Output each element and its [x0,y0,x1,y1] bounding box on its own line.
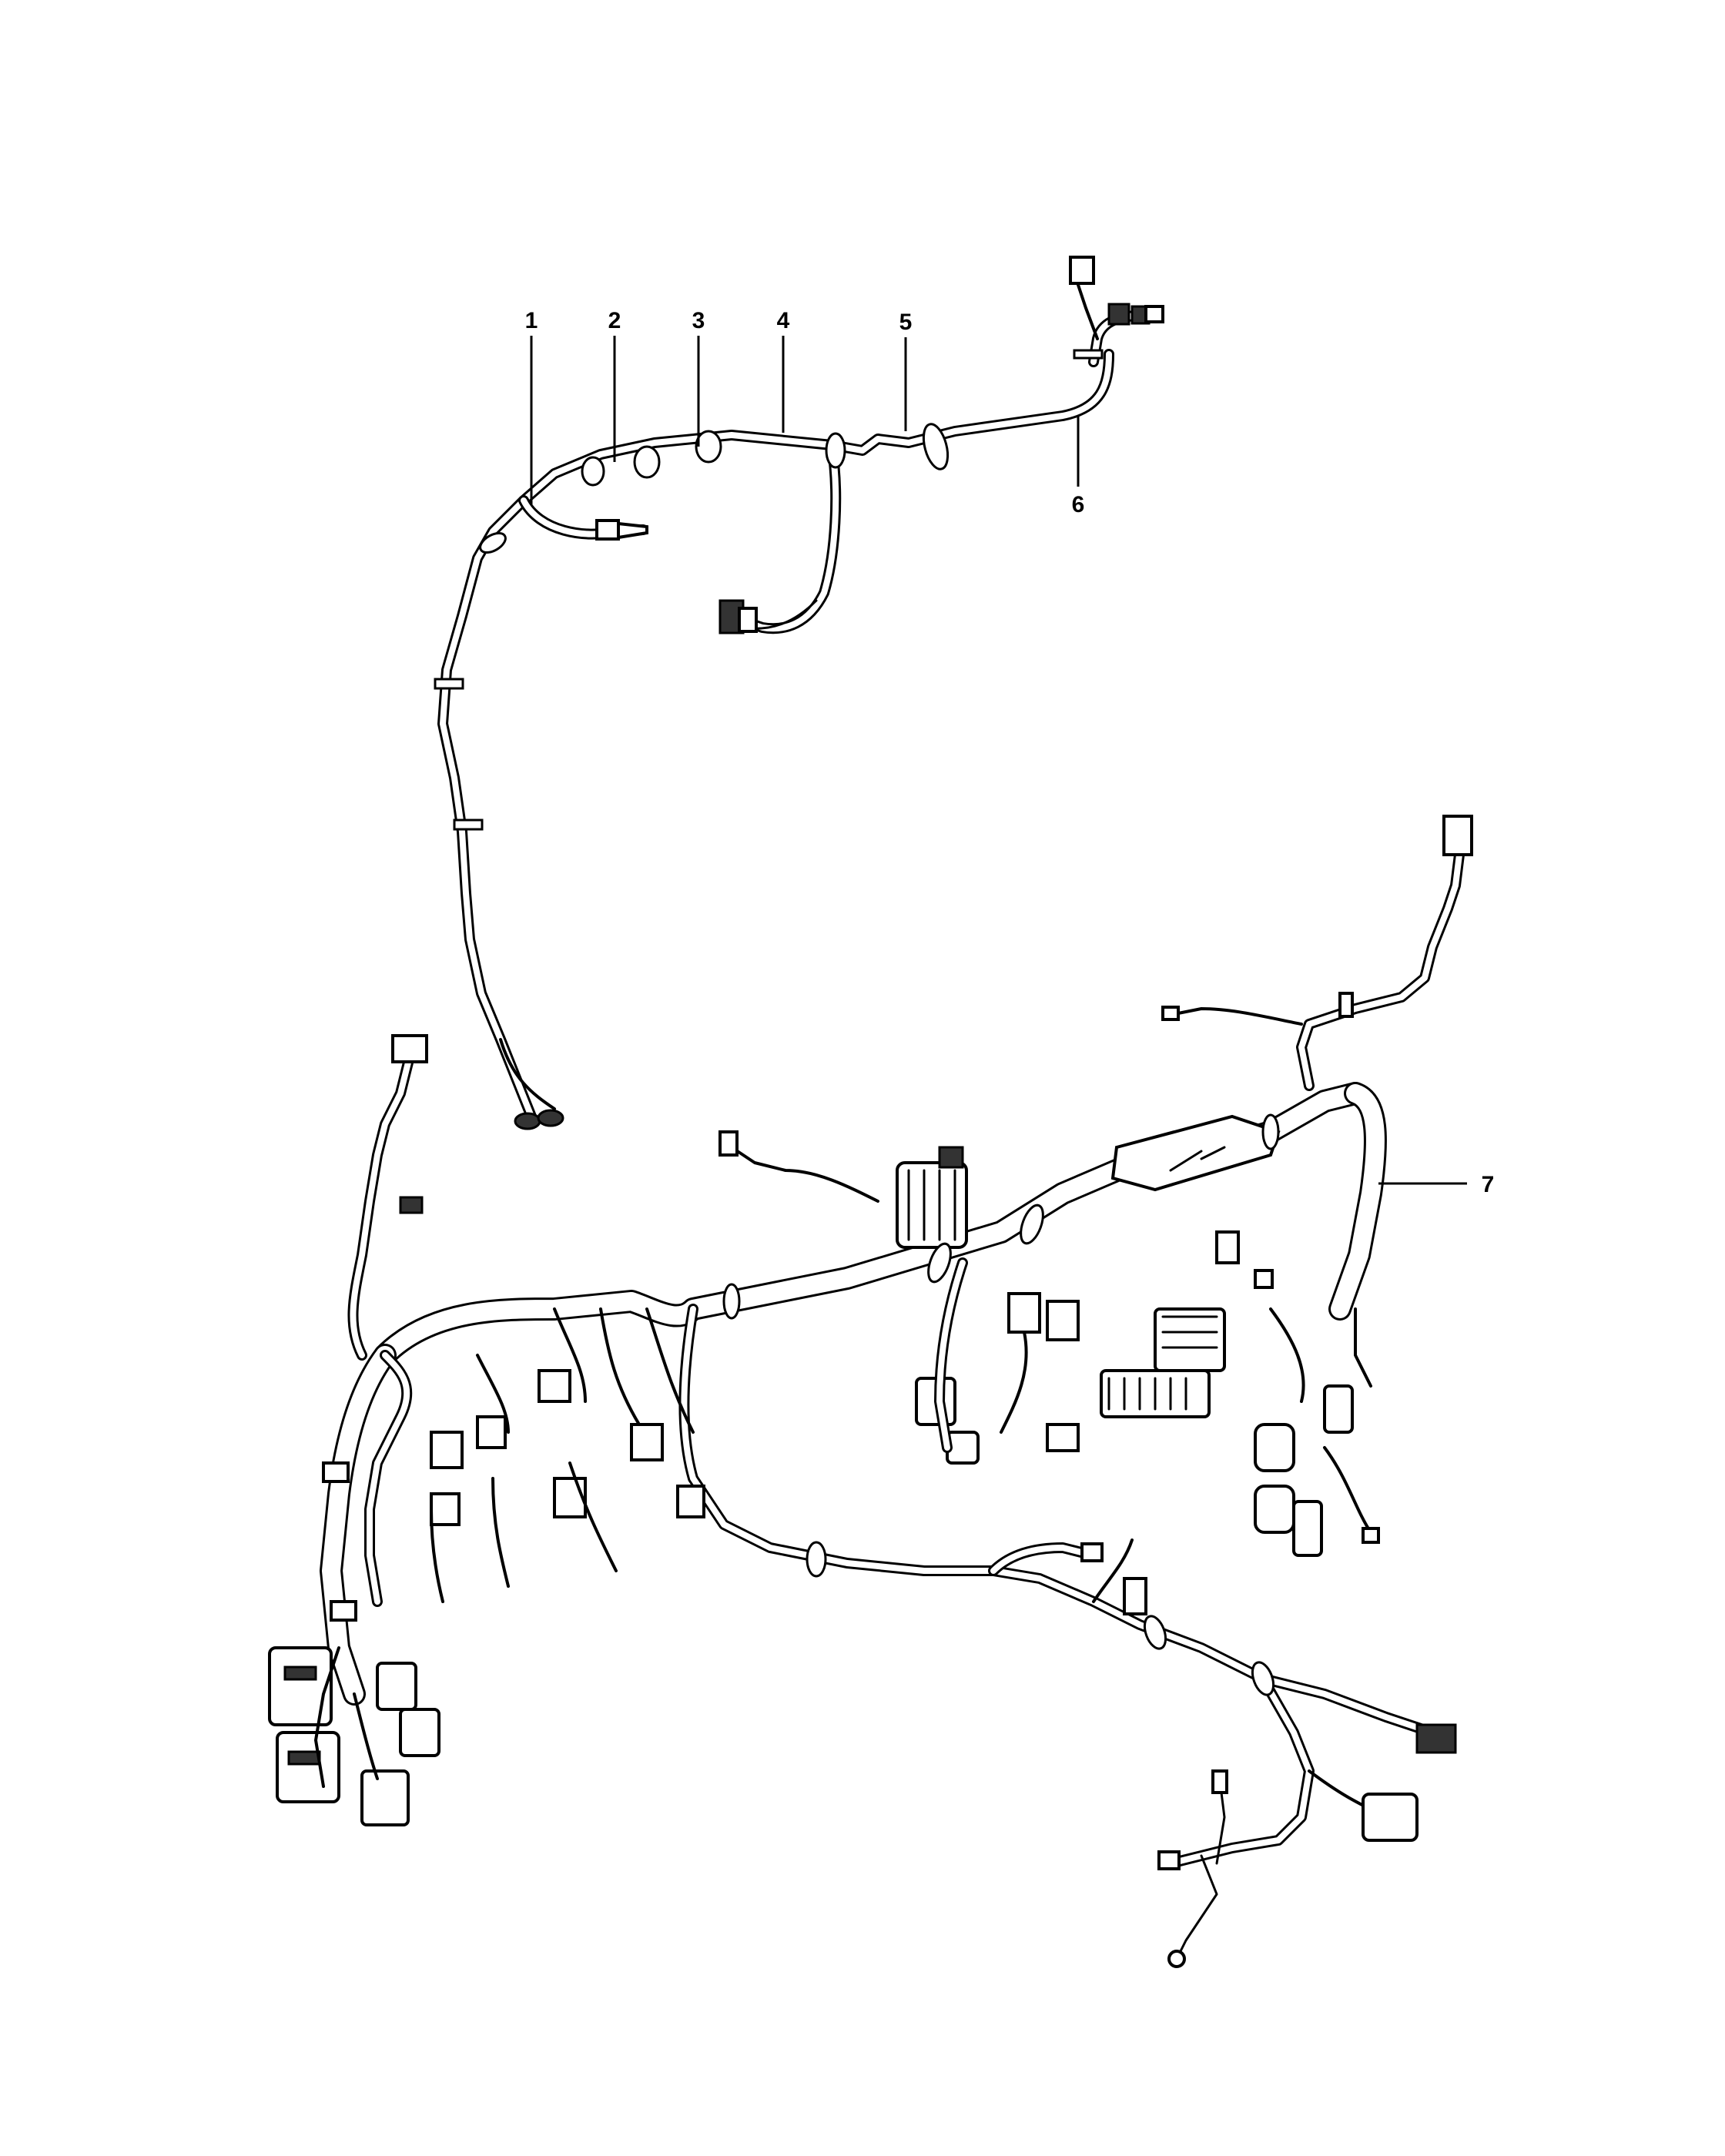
upper-harness [434,256,1164,1130]
callout-1: 1 [525,308,538,504]
lower-harness [268,815,1473,1968]
callout-1-label: 1 [525,308,538,333]
callout-7: 7 [1378,1172,1494,1197]
callout-3: 3 [692,308,705,447]
callout-2-label: 2 [608,308,621,333]
callout-5-label: 5 [899,310,913,335]
callout-6-label: 6 [1072,492,1085,517]
callout-3-label: 3 [692,308,705,333]
callout-2: 2 [608,308,621,462]
callout-5: 5 [899,310,913,431]
callout-7-label: 7 [1482,1172,1495,1197]
callout-4-label: 4 [777,308,790,333]
callout-6: 6 [1072,416,1085,517]
callout-4: 4 [777,308,790,433]
